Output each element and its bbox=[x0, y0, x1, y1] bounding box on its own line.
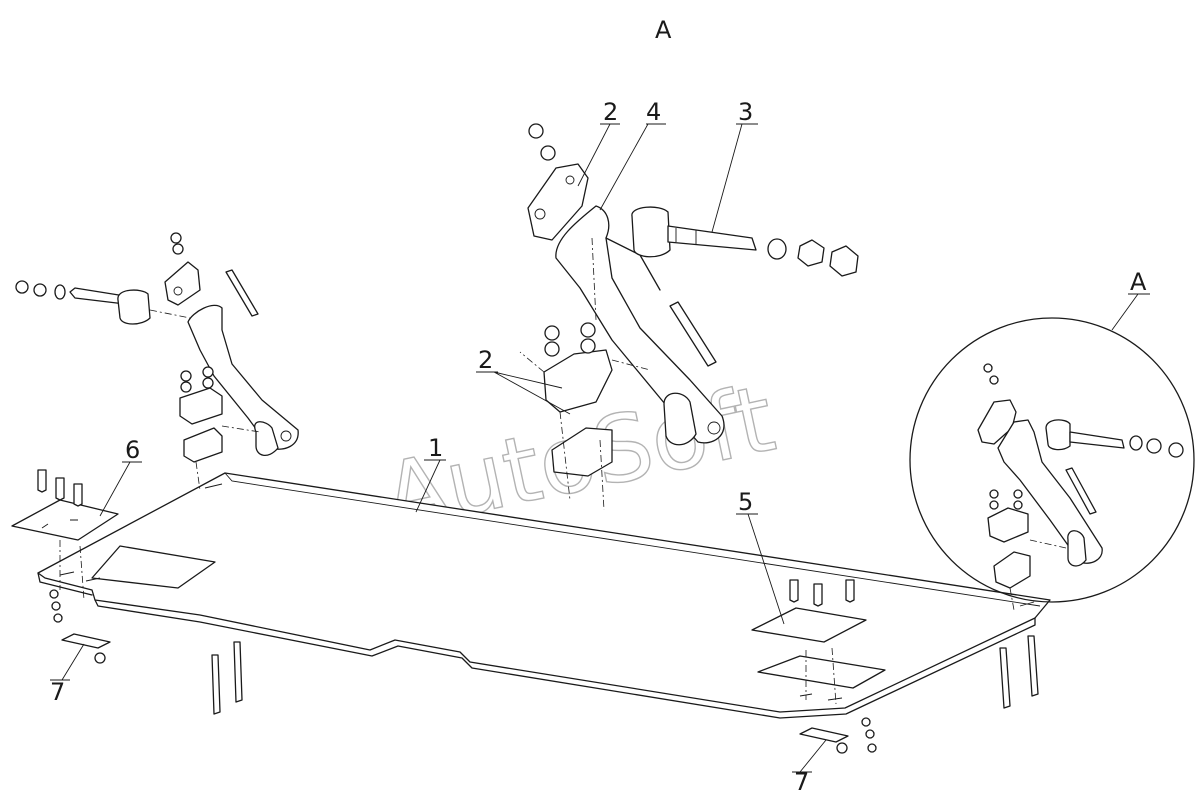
center-stabilizer-link bbox=[519, 123, 859, 511]
callout-1: 1 bbox=[428, 434, 443, 462]
view-title: A bbox=[655, 16, 672, 44]
strip-part-7-right bbox=[799, 727, 849, 743]
callout-2-lower: 2 bbox=[478, 346, 493, 374]
plate-cutout-right bbox=[757, 655, 886, 689]
callout-7-left: 7 bbox=[50, 678, 65, 706]
callout-7-right: 7 bbox=[794, 768, 809, 793]
callout-3: 3 bbox=[738, 98, 753, 126]
plate-bolts bbox=[211, 635, 1039, 715]
plate-part-1 bbox=[37, 472, 1051, 719]
callout-4: 4 bbox=[646, 98, 661, 126]
callout-2-top: 2 bbox=[603, 98, 618, 126]
leader-lines bbox=[50, 123, 1150, 773]
callout-6: 6 bbox=[125, 436, 140, 464]
pad-part-5 bbox=[751, 579, 877, 754]
callout-5: 5 bbox=[738, 488, 753, 516]
strip-part-7-left bbox=[61, 633, 111, 649]
plate-cutout-left bbox=[91, 545, 216, 589]
callout-detail-a: A bbox=[1130, 268, 1147, 296]
pad-part-6 bbox=[11, 469, 119, 664]
callout-labels: 2 4 3 2 1 5 6 7 7 A bbox=[50, 98, 1147, 793]
left-stabilizer-link bbox=[15, 232, 299, 491]
detail-view-a bbox=[909, 317, 1195, 611]
